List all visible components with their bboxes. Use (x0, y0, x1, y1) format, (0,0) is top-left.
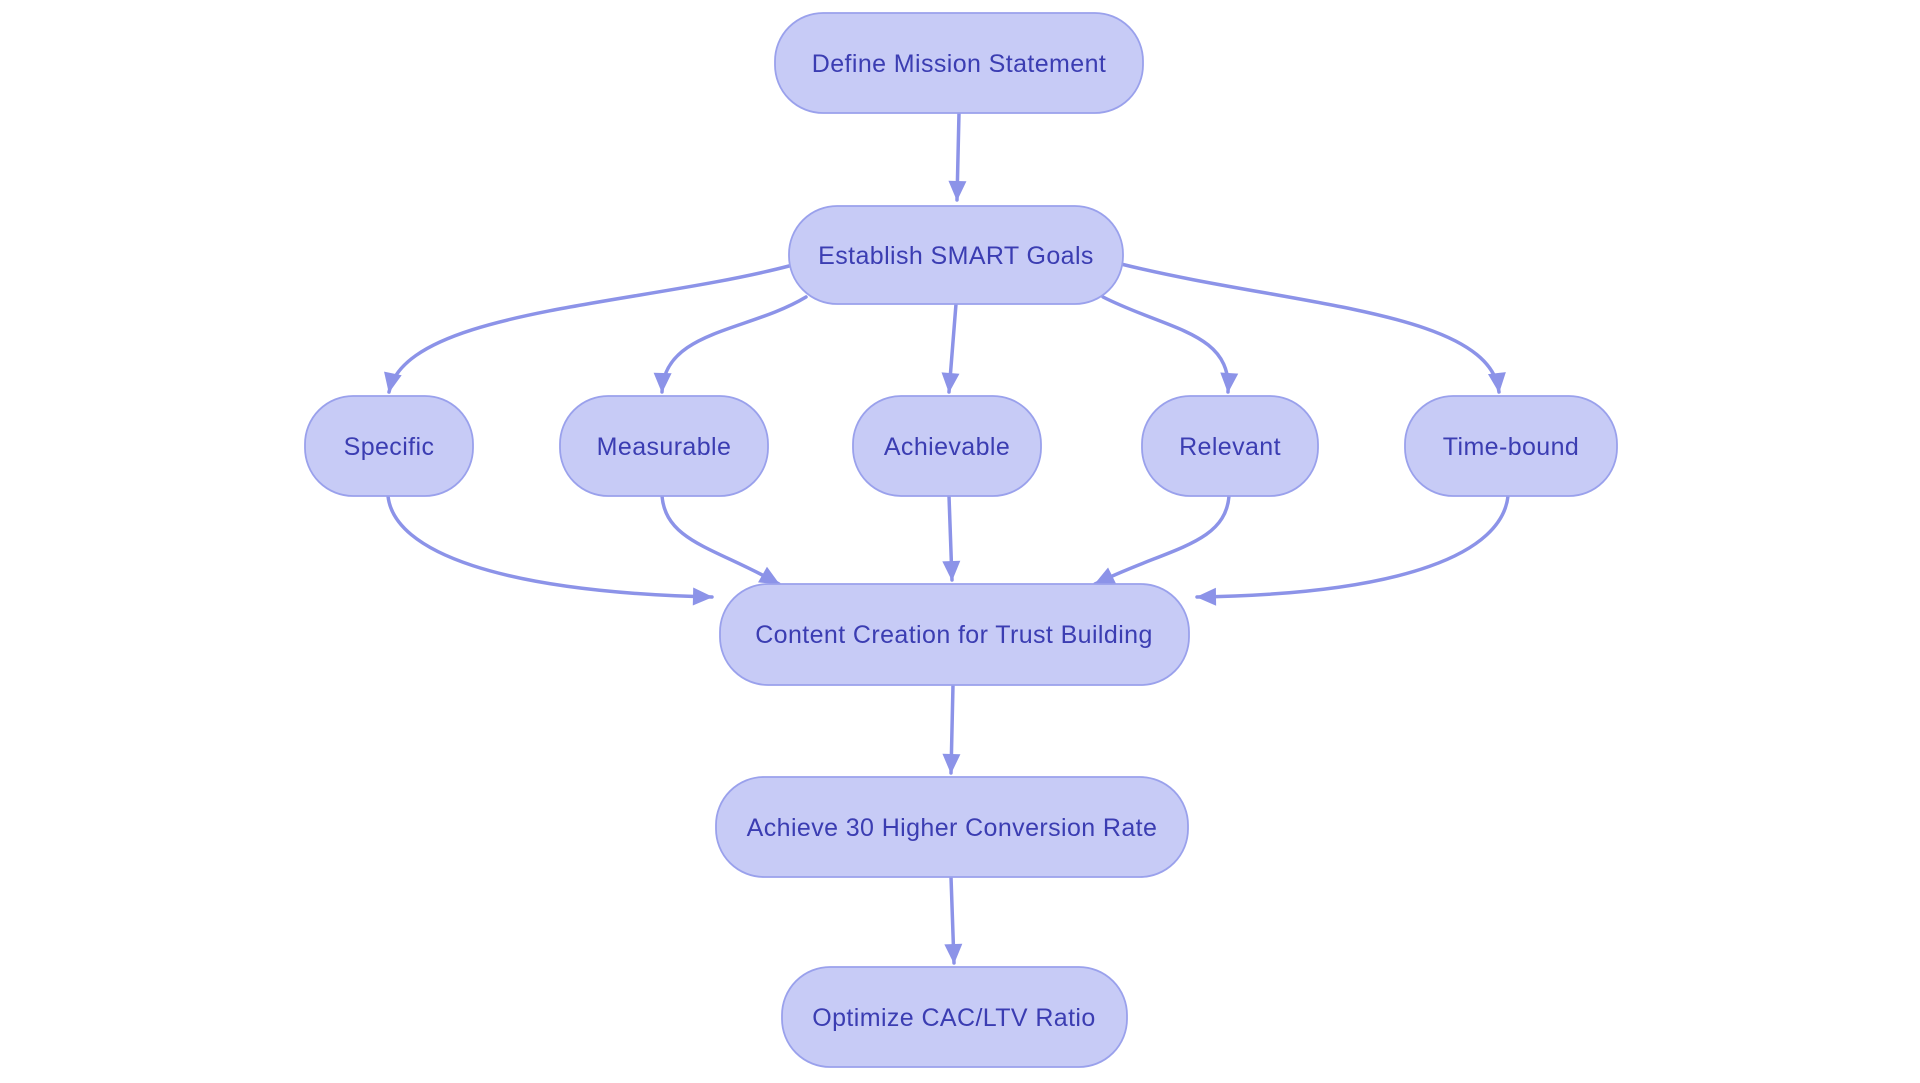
edge-layer (384, 111, 1510, 965)
edge-smart-to-timebound (1119, 262, 1506, 394)
edge-smart-to-relevant (1101, 295, 1239, 394)
node-define-mission-statement: Define Mission Statement (774, 12, 1144, 114)
node-measurable: Measurable (559, 395, 769, 497)
node-achievable: Achievable (852, 395, 1042, 497)
node-establish-smart-goals-shape (788, 205, 1124, 305)
node-specific: Specific (304, 395, 474, 497)
node-achievable-shape (852, 395, 1042, 497)
node-relevant-shape (1141, 395, 1319, 497)
edge-measurable-to-content (660, 494, 781, 586)
node-define-mission-statement-shape (774, 12, 1144, 114)
node-specific-label: Specific (344, 433, 435, 461)
edge-timebound-to-content (1195, 494, 1510, 606)
edge-conversion-to-cacltv (944, 875, 963, 965)
node-relevant: Relevant (1141, 395, 1319, 497)
node-cac-ltv-ratio: Optimize CAC/LTV Ratio (781, 966, 1128, 1068)
node-measurable-shape (559, 395, 769, 497)
node-time-bound-label: Time-bound (1443, 433, 1579, 461)
node-cac-ltv-ratio-shape (781, 966, 1128, 1068)
node-cac-ltv-ratio-label: Optimize CAC/LTV Ratio (812, 1004, 1095, 1032)
node-measurable-label: Measurable (597, 433, 732, 461)
node-content-creation: Content Creation for Trust Building (719, 583, 1190, 686)
node-content-creation-label: Content Creation for Trust Building (755, 621, 1153, 649)
node-content-creation-shape (719, 583, 1190, 686)
node-relevant-label: Relevant (1179, 433, 1281, 461)
edge-specific-to-content (386, 494, 714, 606)
node-achievable-label: Achievable (884, 433, 1010, 461)
node-time-bound-shape (1404, 395, 1618, 497)
edge-content-to-conversion (942, 683, 961, 775)
edge-smart-to-achievable (941, 302, 960, 394)
node-layer: Define Mission Statement Establish SMART… (304, 12, 1618, 1068)
edge-mission-to-smart (948, 111, 967, 202)
edge-relevant-to-content (1093, 494, 1231, 586)
node-establish-smart-goals-label: Establish SMART Goals (818, 242, 1094, 270)
edge-smart-to-specific (384, 264, 791, 394)
node-define-mission-statement-label: Define Mission Statement (812, 50, 1106, 78)
node-time-bound: Time-bound (1404, 395, 1618, 497)
edge-smart-to-measurable (653, 295, 808, 394)
node-establish-smart-goals: Establish SMART Goals (788, 205, 1124, 305)
node-conversion-rate: Achieve 30 Higher Conversion Rate (715, 776, 1189, 878)
node-conversion-rate-shape (715, 776, 1189, 878)
edge-achievable-to-content (942, 494, 961, 582)
node-specific-shape (304, 395, 474, 497)
node-conversion-rate-label: Achieve 30 Higher Conversion Rate (747, 814, 1158, 842)
